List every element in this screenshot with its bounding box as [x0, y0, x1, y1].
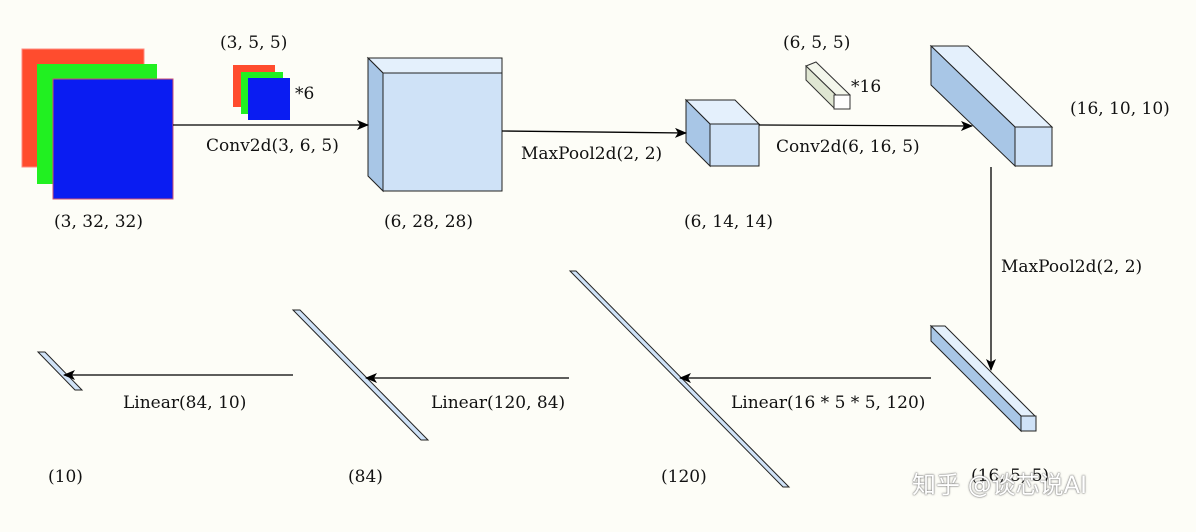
conv2-output-block [929, 44, 1054, 168]
pool1-output-label: (6, 14, 14) [684, 212, 773, 232]
fc2-output-label: (84) [348, 467, 383, 487]
fc2-layer [291, 309, 430, 441]
input-shape-label: (3, 32, 32) [54, 212, 143, 232]
conv2-output-label: (16, 10, 10) [1070, 99, 1170, 119]
fc3-layer [36, 351, 84, 391]
kernel2-count-label: *16 [851, 77, 882, 97]
pool1-arrow [501, 127, 687, 138]
conv2-arrow [758, 120, 973, 131]
conv1-output-block [366, 56, 503, 193]
fc1-output-label: (120) [661, 467, 707, 487]
pool2-op-label: MaxPool2d(2, 2) [1001, 257, 1143, 277]
fc1-layer [568, 270, 791, 488]
pool2-output-label: (16, 5, 5) [971, 466, 1050, 486]
input-image-stack [21, 48, 174, 200]
fc3-op-label: Linear(84, 10) [123, 393, 247, 413]
conv1-op-label: Conv2d(3, 6, 5) [206, 136, 339, 156]
conv1-output-label: (6, 28, 28) [384, 212, 473, 232]
watermark: 知乎 @谈芯说AI [912, 471, 1088, 499]
pool1-op-label: MaxPool2d(2, 2) [521, 144, 663, 164]
kernel1-count-label: *6 [295, 84, 315, 104]
fc1-op-label: Linear(16 * 5 * 5, 120) [731, 393, 926, 413]
kernel2-shape-label: (6, 5, 5) [783, 33, 851, 53]
fc2-op-label: Linear(120, 84) [431, 393, 566, 413]
fc3-output-label: (10) [48, 467, 83, 487]
conv2-op-label: Conv2d(6, 16, 5) [776, 137, 920, 157]
kernel1-shape-label: (3, 5, 5) [220, 33, 288, 53]
kernel1-stack [233, 65, 290, 120]
pool1-output-block [684, 98, 761, 168]
kernel2-block [805, 61, 851, 110]
pool2-output-block [929, 324, 1037, 433]
